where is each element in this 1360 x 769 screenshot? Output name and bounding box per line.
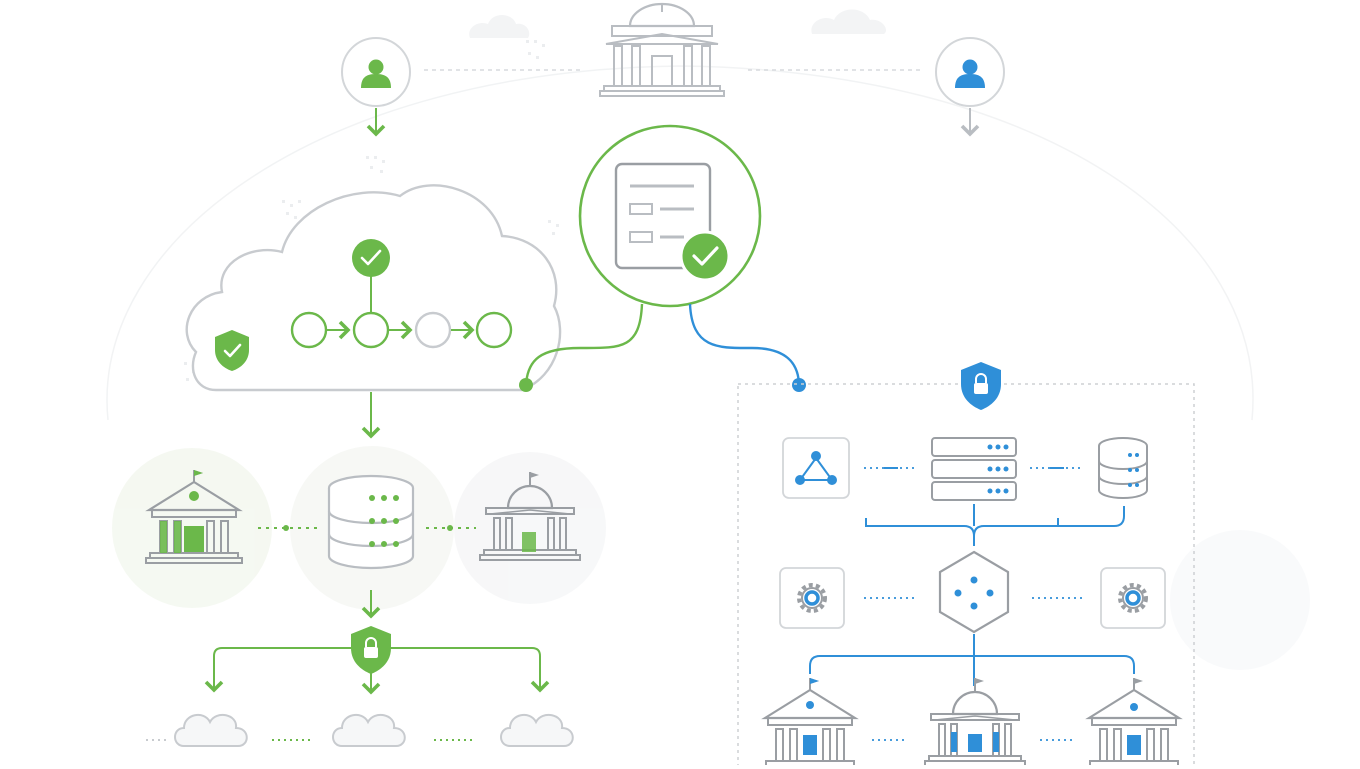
distribution-connectors-right [809, 634, 1135, 686]
checkmark-icon [679, 230, 731, 282]
cloud-icon [332, 713, 406, 747]
process-step-2 [352, 311, 390, 349]
government-building-icon [599, 2, 725, 97]
network-nodes-icon [782, 437, 850, 499]
output-clouds [146, 713, 574, 747]
right-user-node [935, 37, 1005, 107]
database-icon [327, 474, 415, 570]
merge-connectors [865, 504, 1125, 546]
bank-door [184, 526, 204, 552]
green-connector [524, 303, 644, 385]
process-step-4 [475, 311, 513, 349]
database-icon [1098, 437, 1148, 499]
secure-zone-frame [737, 383, 1195, 769]
process-step-3 [414, 311, 452, 349]
process-step-1 [290, 311, 328, 349]
connector-database-institution [426, 525, 476, 531]
shield-lock-icon [961, 362, 1001, 410]
left-user-node [341, 37, 411, 107]
gear-icon [1100, 567, 1166, 629]
process-flow [290, 239, 513, 349]
checkmark-icon [352, 239, 390, 277]
gear-icon [779, 567, 845, 629]
connector-bank-database [258, 525, 318, 531]
blue-connector [688, 303, 801, 385]
distribution-branches [204, 647, 550, 695]
hexagon-hub-icon [938, 550, 1010, 634]
shield-lock-icon [351, 626, 391, 674]
server-rack-icon [931, 437, 1017, 501]
document-node [578, 124, 762, 308]
cloud-icon [174, 713, 248, 747]
cloud-icon [500, 713, 574, 747]
